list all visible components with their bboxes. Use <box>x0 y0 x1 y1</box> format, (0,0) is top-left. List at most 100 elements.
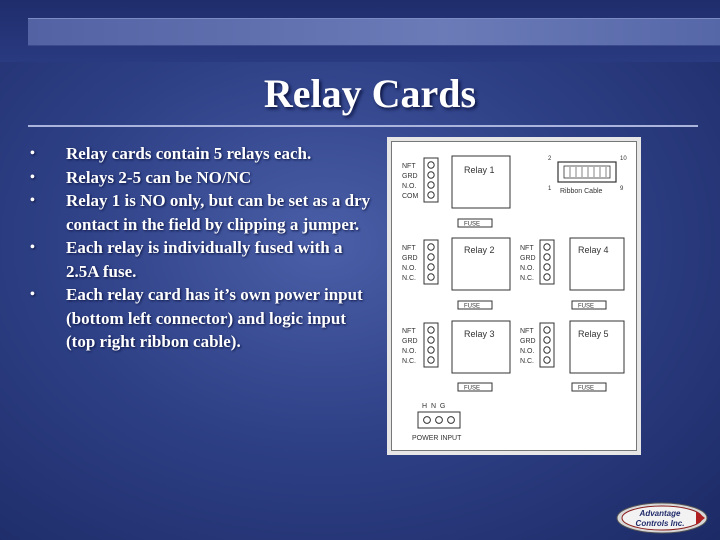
terminal-icon <box>427 171 435 179</box>
terminal-icon <box>427 181 435 189</box>
terminal-icon <box>543 336 551 344</box>
terminal-icon <box>543 356 551 364</box>
terminal-icon <box>427 356 435 364</box>
power-terminal-block <box>417 411 461 429</box>
terminal-icon <box>427 161 435 169</box>
bullet-marker: • <box>30 240 35 255</box>
terminal-icon <box>427 336 435 344</box>
terminal-icon <box>427 263 435 271</box>
relay-3-terminal-block <box>423 322 439 368</box>
fuse-label: FUSE <box>464 304 480 310</box>
power-input-connector: H N G POWER INPUT <box>412 403 462 442</box>
relay-2-block: NFT GRD N.O. N.C. Relay 2 FUSE <box>402 237 511 310</box>
top-decor-band <box>0 0 720 62</box>
relay-3-block: NFT GRD N.O. N.C. Relay 3 FUSE <box>402 320 511 392</box>
fuse-label: FUSE <box>578 304 594 310</box>
relay-3-label: Relay 3 <box>464 329 495 339</box>
relay-1-block: NFT GRD N.O. COM Relay 1 FUSE <box>402 155 511 228</box>
terminal-icon <box>427 243 435 251</box>
ribbon-pin-number: 1 <box>548 186 552 192</box>
logo-line-2: Controls Inc. <box>636 519 685 528</box>
relay-3-box <box>451 320 511 374</box>
advantage-controls-logo: Advantage Controls Inc. <box>616 502 708 534</box>
bullet-text: Each relay is individually fused with a … <box>66 238 343 281</box>
relay-2-terminal-block <box>423 239 439 285</box>
ribbon-cable-connector: 2 10 1 9 Ribbon Cable <box>548 156 627 195</box>
relay-card-board: NFT GRD N.O. COM Relay 1 FUSE 2 10 <box>391 141 637 451</box>
terminal-icon <box>543 263 551 271</box>
relay-1-fuse <box>457 218 493 228</box>
terminal-icon <box>427 346 435 354</box>
relay-pin-label: N.C. <box>402 358 416 365</box>
terminal-icon <box>427 273 435 281</box>
relay-5-label: Relay 5 <box>578 329 609 339</box>
relay-pin-label: N.O. <box>520 265 534 272</box>
bullet-list: •Relay cards contain 5 relays each. •Rel… <box>28 142 373 354</box>
relay-pin-label: N.O. <box>520 348 534 355</box>
bullet-item: •Relay cards contain 5 relays each. <box>28 142 373 166</box>
relay-4-fuse <box>571 300 607 310</box>
ribbon-pin-number: 2 <box>548 156 552 162</box>
fuse-label: FUSE <box>464 386 480 392</box>
bullet-item: • Each relay is individually fused with a… <box>28 236 373 283</box>
relay-5-box <box>569 320 625 374</box>
bullet-text: Relays 2-5 can be NO/NC <box>66 167 252 187</box>
terminal-icon <box>543 253 551 261</box>
terminal-icon <box>435 416 443 424</box>
relay-1-pin-label: GRD <box>402 173 418 180</box>
relay-5-block: NFT GRD N.O. N.C. Relay 5 FUSE <box>520 320 625 392</box>
terminal-icon <box>427 326 435 334</box>
terminal-icon <box>423 416 431 424</box>
ribbon-cable-slot <box>563 165 611 179</box>
terminal-icon <box>447 416 455 424</box>
relay-pin-label: GRD <box>520 338 536 345</box>
relay-pin-label: NFT <box>402 328 416 335</box>
relay-pin-label: NFT <box>520 328 534 335</box>
bullet-text: Relay 1 is NO only, but can be set as a … <box>66 191 371 234</box>
terminal-icon <box>543 346 551 354</box>
top-decor-stripe <box>28 18 720 46</box>
relay-pin-label: N.O. <box>402 348 416 355</box>
relay-5-fuse <box>571 382 607 392</box>
terminal-icon <box>543 273 551 281</box>
relay-1-pin-label: N.O. <box>402 183 416 190</box>
bullet-item: • Relays 2-5 can be NO/NC <box>28 166 373 190</box>
terminal-icon <box>427 253 435 261</box>
relay-pin-label: N.C. <box>402 275 416 282</box>
ribbon-pin-number: 10 <box>620 156 627 162</box>
relay-pin-label: GRD <box>402 255 418 262</box>
relay-pin-label: NFT <box>402 245 416 252</box>
relay-pin-label: N.C. <box>520 275 534 282</box>
bullet-item: •Relay 1 is NO only, but can be set as a… <box>28 189 373 236</box>
relay-4-label: Relay 4 <box>578 245 609 255</box>
relay-pin-label: NFT <box>520 245 534 252</box>
ribbon-pin-number: 9 <box>620 186 624 192</box>
fuse-label: FUSE <box>464 222 480 228</box>
terminal-icon <box>543 326 551 334</box>
relay-pin-label: N.O. <box>402 265 416 272</box>
relay-pin-label: GRD <box>402 338 418 345</box>
relay-1-pin-label: COM <box>402 193 419 200</box>
relay-2-box <box>451 237 511 291</box>
relay-card-diagram: NFT GRD N.O. COM Relay 1 FUSE 2 10 <box>387 137 641 455</box>
slide-title: Relay Cards <box>263 71 477 116</box>
ribbon-cable-label: Ribbon Cable <box>560 188 603 195</box>
title-underline <box>28 125 698 127</box>
relay-4-block: NFT GRD N.O. N.C. Relay 4 FUSE <box>520 237 625 310</box>
relay-pin-label: N.C. <box>520 358 534 365</box>
bullet-marker: • <box>30 169 35 185</box>
relay-5-terminal-block <box>539 322 555 368</box>
relay-4-box <box>569 237 625 291</box>
relay-2-label: Relay 2 <box>464 245 495 255</box>
ribbon-cable-header <box>557 161 617 183</box>
relay-2-fuse <box>457 300 493 310</box>
bullet-item: •Each relay card has it’s own power inpu… <box>28 283 373 354</box>
power-pin-labels: H N G <box>422 403 445 410</box>
logo-line-1: Advantage <box>639 509 681 518</box>
power-input-label: POWER INPUT <box>412 435 462 442</box>
relay-3-fuse <box>457 382 493 392</box>
relay-1-terminal-block <box>423 157 439 203</box>
terminal-icon <box>543 243 551 251</box>
bullet-text: Relay cards contain 5 relays each. <box>66 144 312 163</box>
relay-card-schematic: NFT GRD N.O. COM Relay 1 FUSE 2 10 <box>402 155 627 442</box>
